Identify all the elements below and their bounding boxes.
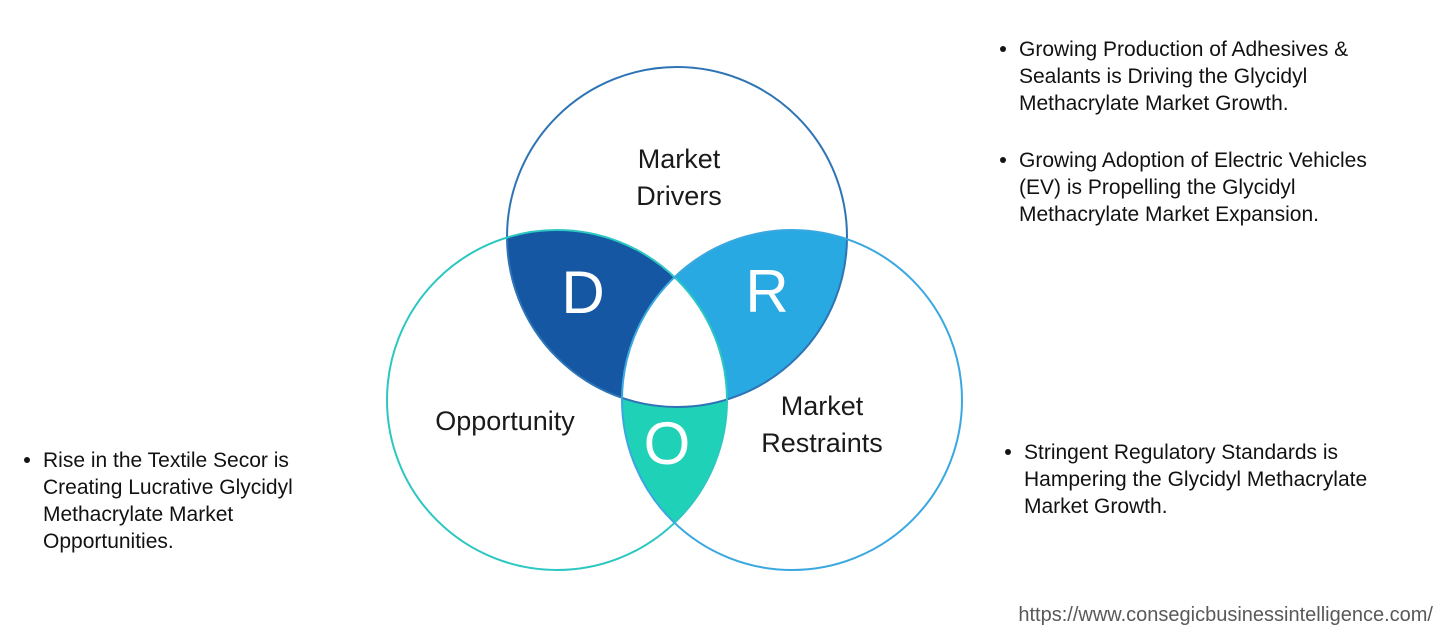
restraints-circle-outline <box>621 229 963 571</box>
drivers-bullet-list: Growing Production of Adhesives & Sealan… <box>1000 36 1450 228</box>
bullet-text: Stringent Regulatory Standards is Hamper… <box>1024 441 1368 518</box>
bullet-item: Growing Production of Adhesives & Sealan… <box>1000 36 1450 117</box>
bullet-item: Rise in the Textile Secor is Creating Lu… <box>24 447 369 555</box>
bullet-text: Rise in the Textile Secor is Creating Lu… <box>43 449 293 553</box>
bullet-dot-icon <box>24 457 30 463</box>
lens-letter-d: D <box>561 259 604 326</box>
bullet-item: Stringent Regulatory Standards is Hamper… <box>1005 439 1450 520</box>
bullet-text: Growing Production of Adhesives & Sealan… <box>1019 38 1349 115</box>
lens-letter-r: R <box>745 258 788 325</box>
drivers-circle-label: Market Drivers <box>636 144 722 211</box>
bullet-text: Growing Adoption of Electric Vehicles (E… <box>1019 149 1367 226</box>
lens-letter-o: O <box>644 410 691 477</box>
restraints-circle-label: Market Restraints <box>761 391 883 458</box>
opportunity-bullet-list: Rise in the Textile Secor is Creating Lu… <box>24 447 369 555</box>
bullet-item: Growing Adoption of Electric Vehicles (E… <box>1000 147 1450 228</box>
restraints-bullet-list: Stringent Regulatory Standards is Hamper… <box>1005 439 1450 520</box>
bullet-dot-icon <box>1000 157 1006 163</box>
opportunity-circle-outline <box>386 229 728 571</box>
source-url: https://www.consegicbusinessintelligence… <box>1018 604 1433 626</box>
bullet-dot-icon <box>1000 46 1006 52</box>
opportunity-circle-label: Opportunity <box>435 406 575 436</box>
bullet-dot-icon <box>1005 449 1011 455</box>
